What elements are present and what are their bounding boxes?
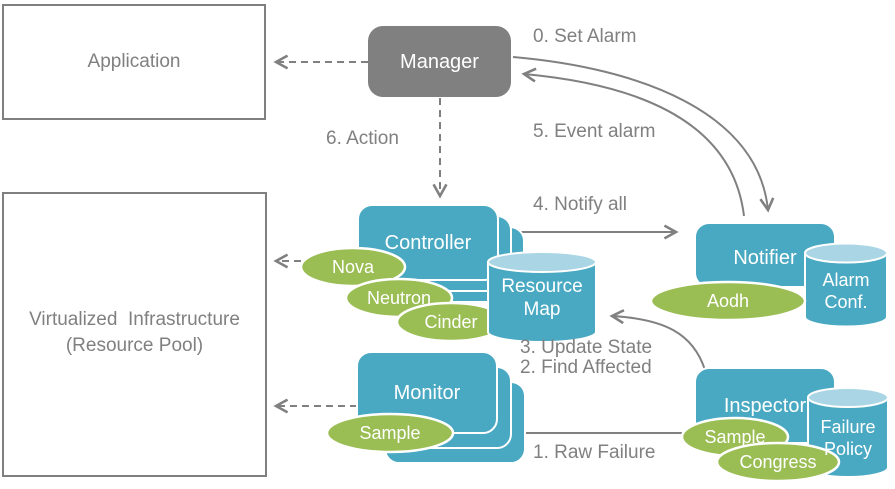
- resource-map-body: [487, 262, 597, 343]
- alarm-conf-top: [804, 242, 888, 264]
- aodh-ellipse: [649, 280, 807, 322]
- nova-label: Nova: [331, 257, 375, 277]
- resource-map-label-line1: Resource: [501, 276, 583, 297]
- flow-label-raw-failure: 1. Raw Failure: [533, 442, 656, 463]
- arc-event-alarm-notifier-to-manager: [521, 67, 745, 217]
- neutron-label: Neutron: [366, 288, 432, 308]
- resource-map-label: Resource Map: [488, 275, 596, 321]
- alarm-conf-label-line2: Conf.: [824, 292, 868, 312]
- application-label: Application: [87, 51, 181, 72]
- alarm-conf-label: Alarm Conf.: [805, 269, 887, 313]
- monitor-sample-ellipse: [325, 412, 455, 454]
- alarm-conf-label-line1: Alarm: [822, 270, 870, 290]
- aodh-label: Aodh: [706, 291, 750, 311]
- flow-label-find-affected: 2. Find Affected: [520, 357, 652, 378]
- inspector-label: Inspector: [723, 395, 807, 417]
- congress-ellipse: [715, 441, 841, 483]
- controller-label: Controller: [384, 232, 472, 254]
- failure-policy-label-line2: Policy: [823, 439, 872, 459]
- resource-map-cylinder: [487, 251, 597, 343]
- resource-map-top: [487, 251, 597, 273]
- flow-label-update-state: 3. Update State: [520, 337, 653, 358]
- alarm-conf-body: [804, 253, 888, 328]
- monitor-sample-label: Sample: [359, 423, 421, 443]
- notifier-label: Notifier: [733, 247, 797, 269]
- application-box: [2, 4, 266, 120]
- failure-policy-top: [807, 387, 889, 408]
- failure-policy-label: Failure Policy: [808, 416, 888, 460]
- congress-label: Congress: [739, 452, 817, 472]
- cinder-label: Cinder: [424, 312, 478, 332]
- flow-label-event-alarm: 5. Event alarm: [533, 121, 656, 142]
- inspector-sample-label: Sample: [704, 427, 766, 447]
- virtualized-infrastructure-label: Virtualized Infrastructure (Resource Poo…: [3, 307, 266, 359]
- manager-box: [368, 26, 511, 97]
- flow-label-set-alarm: 0. Set Alarm: [533, 26, 637, 47]
- virtualized-infrastructure-box: [2, 192, 267, 477]
- flow-label-action: 6. Action: [326, 128, 399, 149]
- monitor-label: Monitor: [393, 382, 461, 404]
- virtualized-infrastructure-label-line1: Virtualized Infrastructure: [29, 309, 240, 330]
- arc-inspector-to-resource-map: [609, 309, 706, 371]
- arc-set-alarm-manager-to-notifier: [512, 56, 775, 213]
- manager-label: Manager: [400, 51, 479, 73]
- virtualized-infrastructure-label-line2: (Resource Pool): [65, 335, 204, 356]
- nova-ellipse: [299, 246, 407, 288]
- alarm-conf-cylinder: [804, 242, 888, 328]
- flow-label-notify-all: 4. Notify all: [533, 194, 627, 215]
- failure-policy-label-line1: Failure: [820, 417, 876, 437]
- resource-map-label-line2: Map: [523, 299, 561, 320]
